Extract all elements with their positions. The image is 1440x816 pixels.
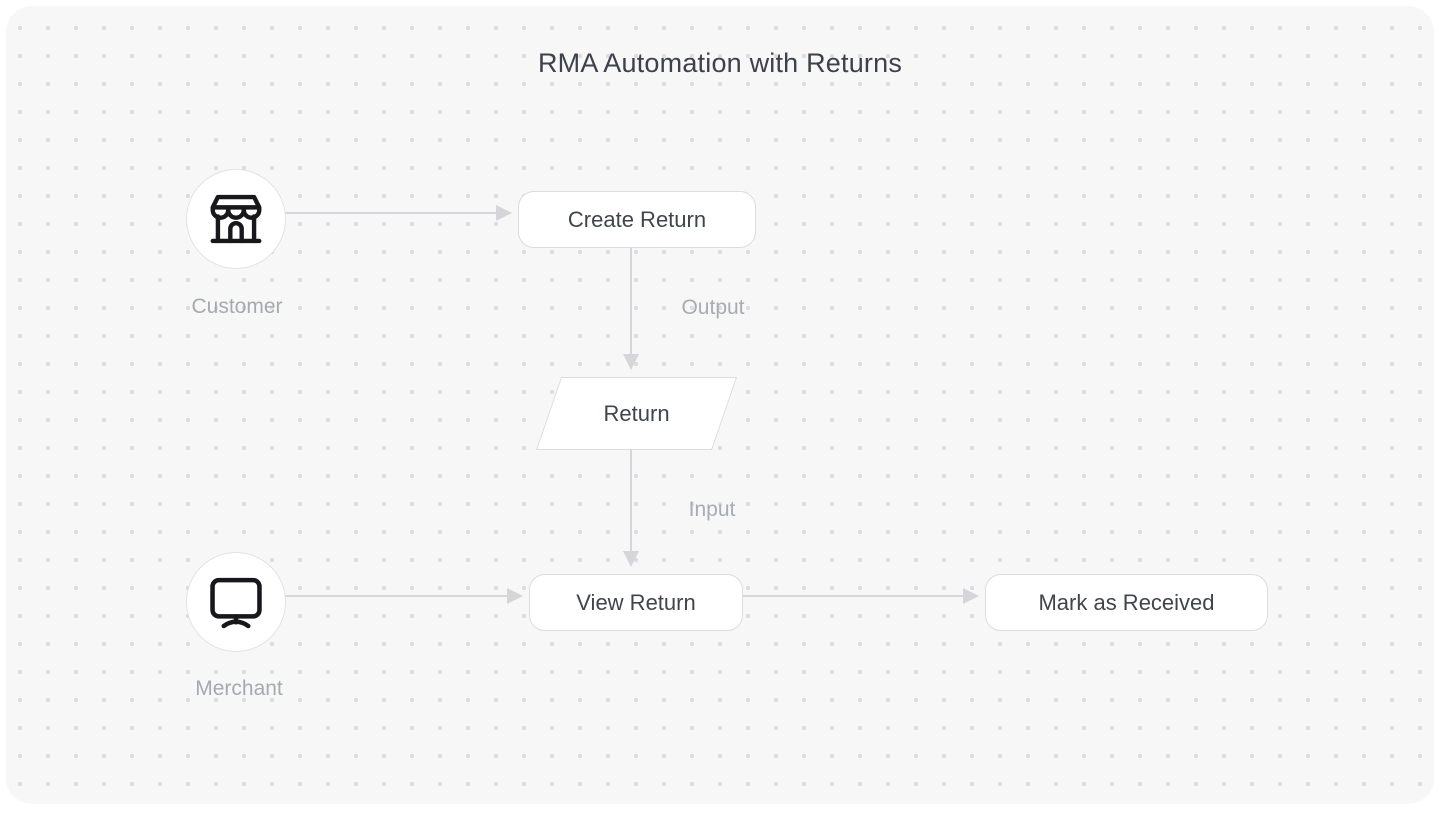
storefront-icon [205,188,267,250]
node-view-return[interactable]: View Return [529,574,743,631]
diagram-title: RMA Automation with Returns [6,48,1434,79]
node-return-label: Return [604,401,670,427]
edge-view-return-to-mark-as-received [737,588,979,604]
node-create-return-label: Create Return [568,207,706,233]
edge-merchant-to-view-return [281,588,523,604]
actor-merchant-label: Merchant [139,677,339,701]
edge-create-return-to-return [623,243,639,370]
edge-label-output: Output [643,296,783,320]
actor-customer[interactable] [186,169,286,269]
node-mark-as-received-label: Mark as Received [1038,590,1214,616]
node-view-return-label: View Return [576,590,695,616]
node-mark-as-received[interactable]: Mark as Received [985,574,1268,631]
monitor-icon [204,570,268,634]
node-create-return[interactable]: Create Return [518,191,756,248]
edge-label-input: Input [642,498,782,522]
actor-merchant[interactable] [186,552,286,652]
edge-customer-to-create-return [281,205,512,221]
actor-customer-label: Customer [137,295,337,319]
flow-canvas[interactable]: RMA Automation with Returns [6,6,1434,804]
edge-return-to-view-return [623,444,639,567]
node-return[interactable]: Return [536,377,737,450]
